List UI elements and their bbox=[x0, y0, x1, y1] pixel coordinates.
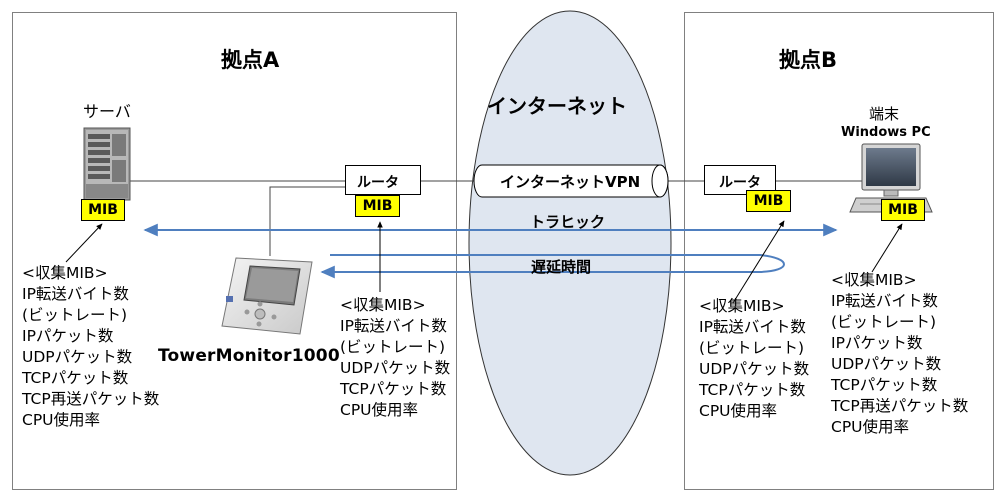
list-item: (ビットレート) bbox=[699, 339, 805, 357]
internet-title: インターネット bbox=[487, 94, 627, 118]
site-a-title: 拠点A bbox=[221, 48, 280, 72]
list-item: IP転送バイト数 bbox=[831, 292, 938, 310]
list-item: TCP再送パケット数 bbox=[831, 397, 969, 415]
tower-monitor-label: TowerMonitor1000 bbox=[158, 346, 340, 366]
server-icon bbox=[83, 127, 131, 201]
server-mib-pointer bbox=[65, 223, 103, 263]
list-item: TCPパケット数 bbox=[22, 369, 129, 387]
tower-monitor-device bbox=[221, 257, 313, 335]
vpn-label: インターネットVPN bbox=[500, 173, 641, 191]
list-item: TCPパケット数 bbox=[831, 376, 938, 394]
site-b-box bbox=[684, 12, 994, 490]
terminal-mib-pointer bbox=[871, 223, 903, 273]
list-item: CPU使用率 bbox=[340, 401, 419, 419]
router-a-mib-badge: MIB bbox=[355, 195, 400, 217]
list-item: <収集MIB> bbox=[340, 296, 426, 314]
list-item: (ビットレート) bbox=[831, 313, 937, 331]
list-item: <収集MIB> bbox=[831, 271, 917, 289]
list-item: IPパケット数 bbox=[22, 327, 114, 345]
terminal-model: Windows PC bbox=[841, 125, 931, 140]
vpn-tunnel-end bbox=[651, 164, 669, 198]
site-b-title: 拠点B bbox=[779, 48, 838, 72]
list-item: (ビットレート) bbox=[22, 306, 128, 324]
router-b-mib-badge: MIB bbox=[746, 190, 791, 212]
list-item: CPU使用率 bbox=[22, 411, 101, 429]
server-label: サーバ bbox=[83, 102, 131, 121]
list-item: UDPパケット数 bbox=[22, 348, 133, 366]
list-item: <収集MIB> bbox=[22, 264, 108, 282]
list-item: TCPパケット数 bbox=[340, 380, 447, 398]
list-item: UDPパケット数 bbox=[699, 360, 810, 378]
internet-cloud bbox=[468, 10, 672, 476]
router-b: ルータ bbox=[704, 165, 776, 195]
terminal-mib-list: <収集MIB> IP転送バイト数 (ビットレート) IPパケット数 UDPパケッ… bbox=[831, 270, 968, 438]
list-item: CPU使用率 bbox=[831, 418, 910, 436]
terminal-label: 端末 bbox=[869, 105, 900, 123]
list-item: UDPパケット数 bbox=[831, 355, 942, 373]
router-a-mib-list: <収集MIB> IP転送バイト数 (ビットレート) UDPパケット数 TCPパケ… bbox=[340, 295, 450, 421]
router-b-mib-list: <収集MIB> IP転送バイト数 (ビットレート) UDPパケット数 TCPパケ… bbox=[699, 296, 809, 422]
router-a-label: ルータ bbox=[357, 175, 399, 191]
list-item: CPU使用率 bbox=[699, 402, 778, 420]
site-a-box bbox=[12, 12, 457, 490]
list-item: UDPパケット数 bbox=[340, 359, 451, 377]
router-b-label: ルータ bbox=[719, 175, 761, 191]
list-item: <収集MIB> bbox=[699, 297, 785, 315]
server-mib-badge: MIB bbox=[81, 199, 125, 221]
server-mib-list: <収集MIB> IP転送バイト数 (ビットレート) IPパケット数 UDPパケッ… bbox=[22, 263, 159, 431]
router-a: ルータ bbox=[345, 165, 421, 195]
traffic-label: トラヒック bbox=[530, 213, 606, 231]
terminal-mib-badge: MIB bbox=[881, 199, 925, 221]
list-item: IP転送バイト数 bbox=[22, 285, 129, 303]
list-item: IP転送バイト数 bbox=[699, 318, 806, 336]
delay-loop-arrow bbox=[320, 254, 785, 279]
list-item: IP転送バイト数 bbox=[340, 317, 447, 335]
monitor-link bbox=[269, 186, 345, 256]
list-item: TCP再送パケット数 bbox=[22, 390, 160, 408]
router-b-mib-pointer bbox=[732, 220, 785, 304]
list-item: TCPパケット数 bbox=[699, 381, 806, 399]
delay-label: 遅延時間 bbox=[531, 258, 592, 276]
list-item: IPパケット数 bbox=[831, 334, 923, 352]
list-item: (ビットレート) bbox=[340, 338, 446, 356]
